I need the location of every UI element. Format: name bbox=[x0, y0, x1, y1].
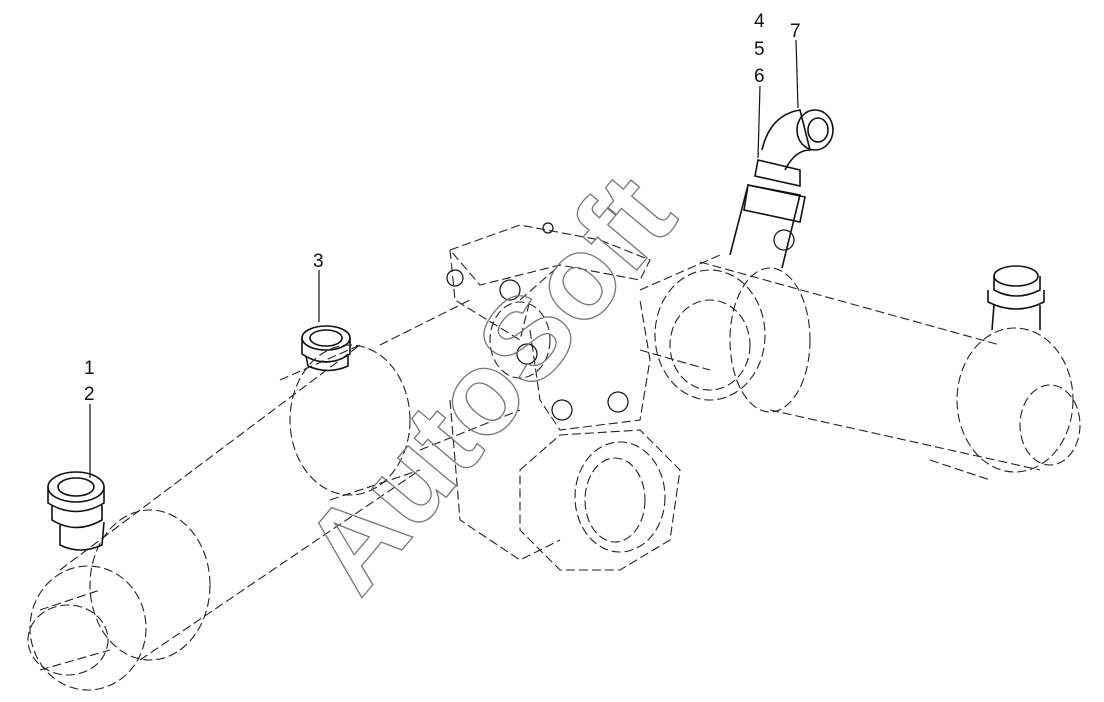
fitting-1-2 bbox=[47, 471, 105, 551]
bolt-head bbox=[516, 343, 538, 365]
callout-6: 6 bbox=[754, 66, 765, 87]
right-collar bbox=[654, 269, 766, 401]
centre-mounting-block bbox=[446, 222, 681, 571]
left-cylinder bbox=[27, 299, 521, 691]
callout-7: 7 bbox=[790, 21, 801, 42]
bolt-head bbox=[607, 391, 629, 413]
left-barrel-ring bbox=[89, 509, 211, 661]
callout-3: 3 bbox=[313, 251, 324, 272]
grease-nipple bbox=[542, 222, 554, 234]
right-barrel-end bbox=[956, 327, 1074, 473]
bolt-head bbox=[499, 279, 521, 301]
elbow-fitting-4-7 bbox=[729, 109, 834, 269]
callout-5: 5 bbox=[754, 39, 765, 60]
autosoft-watermark: AutoSoft bbox=[279, 150, 700, 616]
right-cylinder bbox=[639, 254, 1081, 481]
bolt-head bbox=[551, 399, 573, 421]
large-hex-nut bbox=[519, 429, 681, 571]
fitting-3 bbox=[301, 325, 351, 372]
right-end-fitting bbox=[987, 265, 1045, 331]
right-piston-stub bbox=[1019, 384, 1081, 466]
callout-2: 2 bbox=[84, 384, 95, 405]
left-piston-rod-stub bbox=[27, 604, 109, 676]
left-cylinder-end-cap bbox=[29, 565, 147, 691]
callout-1: 1 bbox=[84, 358, 95, 379]
bolt-head bbox=[446, 269, 464, 287]
callout-4: 4 bbox=[754, 11, 765, 32]
